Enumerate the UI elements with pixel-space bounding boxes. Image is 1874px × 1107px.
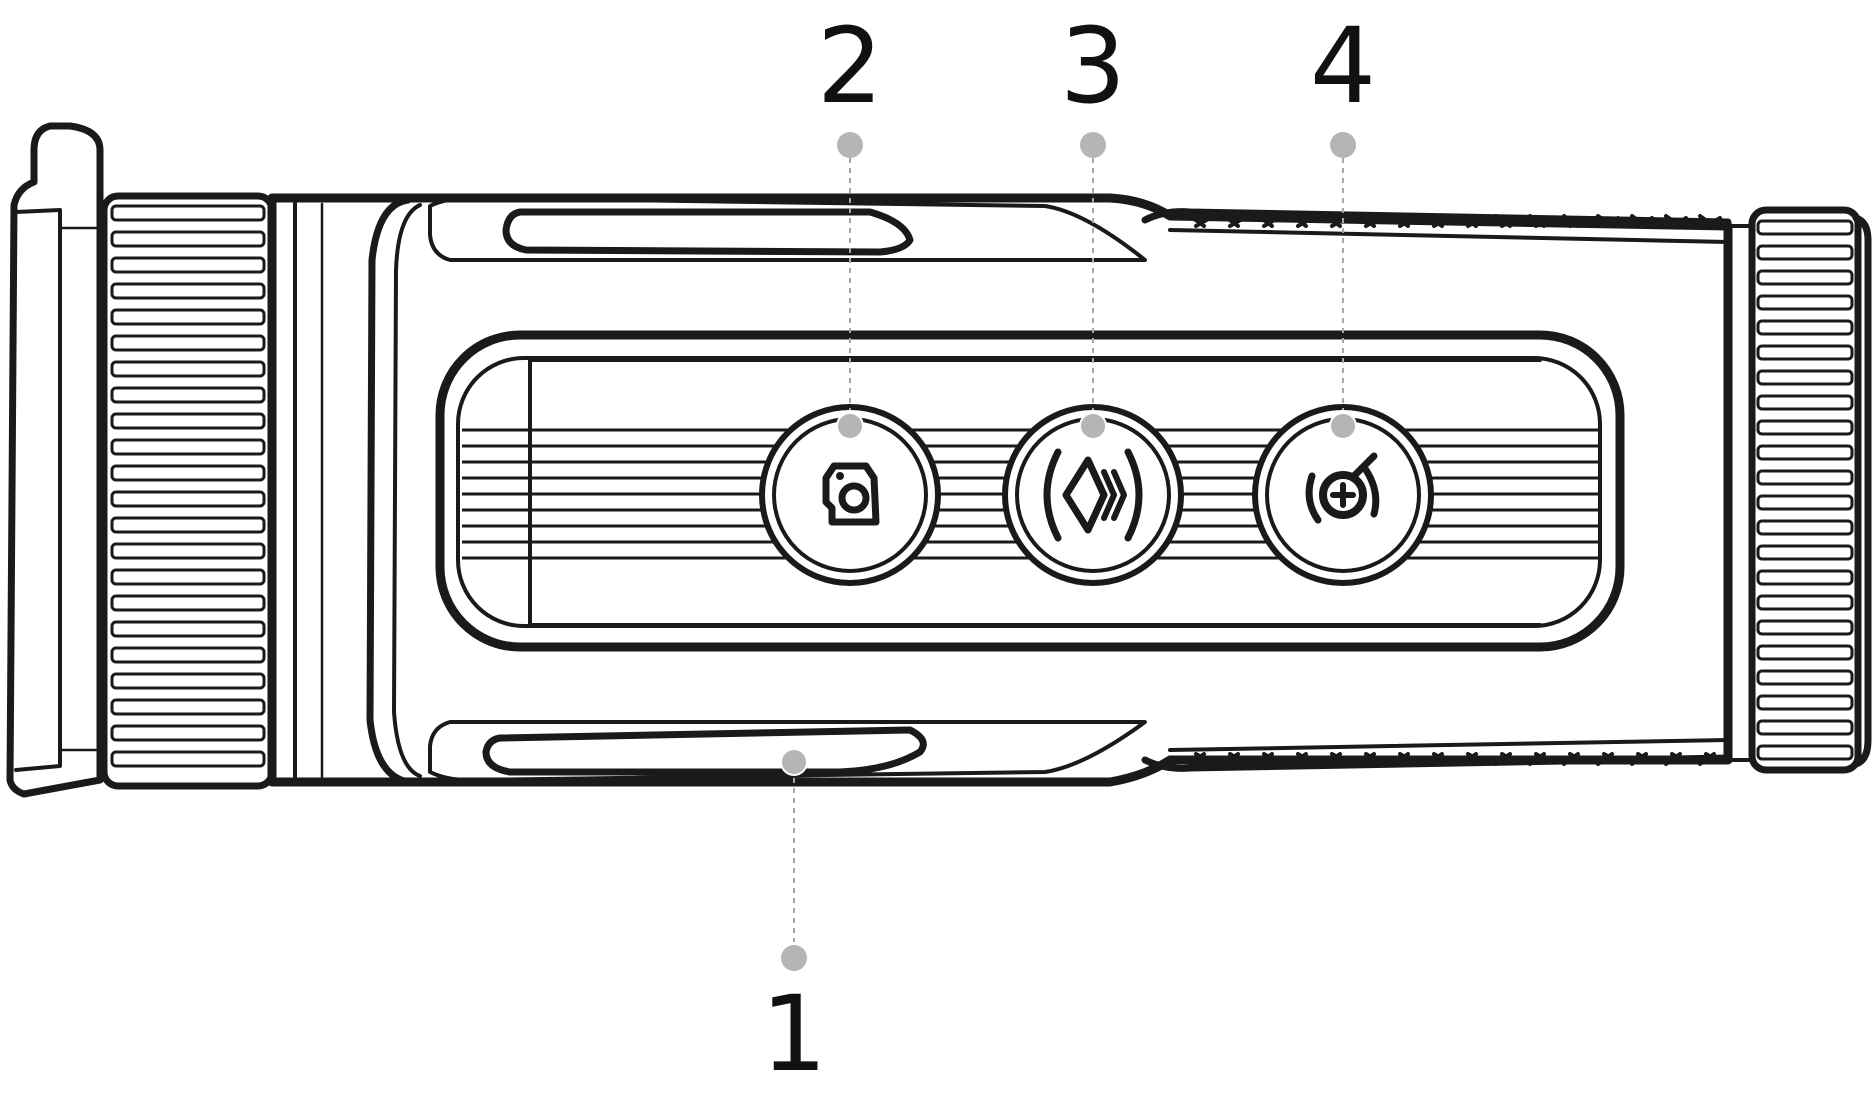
grip-mark: [1528, 752, 1552, 766]
callout-label-3: 3: [1060, 5, 1126, 127]
ring-ridge: [110, 646, 266, 664]
grip-mark: [1528, 214, 1552, 228]
eyepiece-focus-ring: [100, 192, 276, 790]
callout-label-1: 1: [761, 973, 827, 1095]
ring-ridge: [1756, 344, 1854, 361]
callout-3: 3: [1060, 5, 1126, 440]
ring-ridge: [110, 334, 266, 352]
grip-mark: [1290, 214, 1314, 228]
grip-mark: [1256, 752, 1280, 766]
ring-ridge: [110, 750, 266, 768]
grip-mark: [1596, 214, 1620, 228]
grip-mark: [1392, 752, 1416, 766]
ring-ridge: [1756, 394, 1854, 411]
mode-button[interactable]: [1002, 404, 1184, 586]
ring-ridge: [110, 360, 266, 378]
ring-ridge: [1756, 719, 1854, 736]
ring-ridge: [1756, 294, 1854, 311]
ring-ridge: [110, 412, 266, 430]
grip-mark: [1630, 752, 1654, 766]
grip-mark: [1494, 214, 1518, 228]
grip-mark: [1664, 214, 1688, 228]
objective-focus-ring: [1726, 206, 1862, 774]
ring-ridge: [1756, 619, 1854, 636]
eyecup: [6, 122, 104, 798]
ring-ridge: [110, 282, 266, 300]
grip-mark: [1562, 214, 1586, 228]
ring-seam: [1726, 224, 1754, 762]
ring-ridge: [1756, 594, 1854, 611]
grip-mark: [1664, 752, 1688, 766]
ring-ridge: [110, 672, 266, 690]
grip-mark: [1562, 752, 1586, 766]
callout-4: 4: [1310, 5, 1376, 440]
grip-mark: [1460, 214, 1484, 228]
ring-ridge: [1756, 744, 1854, 761]
callout-label-2: 2: [817, 5, 883, 127]
grip-mark: [1222, 214, 1246, 228]
ring-outline: [1748, 206, 1862, 774]
grip-mark: [1630, 214, 1654, 228]
ring-ridge: [110, 490, 266, 508]
grip-mark: [1324, 752, 1348, 766]
grip-mark: [1426, 752, 1450, 766]
ring-ridge: [110, 698, 266, 716]
ring-ridge: [110, 438, 266, 456]
ring-ridge: [1756, 669, 1854, 686]
ring-ridge: [1756, 519, 1854, 536]
ring-ridge: [110, 620, 266, 638]
ring-ridge: [110, 256, 266, 274]
grip-mark: [1358, 214, 1382, 228]
ring-ridge: [110, 516, 266, 534]
callout-2: 2: [817, 5, 883, 440]
ring-ridge: [110, 542, 266, 560]
grip-mark: [1358, 752, 1382, 766]
grip-mark: [1222, 752, 1246, 766]
grip-mark: [1290, 752, 1314, 766]
ring-ridge: [110, 230, 266, 248]
grip-mark: [1698, 214, 1722, 228]
mode-switch-icon: [1043, 448, 1143, 542]
ring-ridge: [110, 204, 266, 222]
ring-ridge: [1756, 444, 1854, 461]
grip-mark: [1392, 214, 1416, 228]
ring-ridge: [110, 308, 266, 326]
camera-icon: [822, 462, 880, 526]
ring-ridge: [1756, 494, 1854, 511]
grip-mark: [1188, 214, 1212, 228]
zoom-plus-icon: [1305, 452, 1380, 524]
ring-ridge: [1756, 644, 1854, 661]
capture-button[interactable]: [759, 404, 941, 586]
grip-mark: [1188, 752, 1212, 766]
callout-label-4: 4: [1310, 5, 1376, 127]
grip-mark: [1460, 752, 1484, 766]
grip-mark: [1256, 214, 1280, 228]
ring-ridge: [110, 386, 266, 404]
ring-ridge: [1756, 694, 1854, 711]
grip-mark: [1494, 752, 1518, 766]
ring-ridge: [110, 464, 266, 482]
grip-mark: [1596, 752, 1620, 766]
grip-mark: [1426, 214, 1450, 228]
ring-ridge: [1756, 569, 1854, 586]
callout-1: 1: [761, 748, 827, 1095]
ring-ridge: [1756, 419, 1854, 436]
ring-ridge: [1756, 369, 1854, 386]
ring-ridge: [110, 568, 266, 586]
ring-ridge: [1756, 469, 1854, 486]
objective-lens-cap: [1852, 214, 1872, 768]
ring-ridge: [1756, 219, 1854, 236]
ring-ridge: [1756, 269, 1854, 286]
device-body: [267, 193, 1733, 787]
ring-ridge: [1756, 544, 1854, 561]
ring-ridge: [1756, 319, 1854, 336]
ring-ridge: [110, 594, 266, 612]
ring-ridge: [110, 724, 266, 742]
ring-ridge: [1756, 244, 1854, 261]
grip-mark: [1698, 752, 1722, 766]
